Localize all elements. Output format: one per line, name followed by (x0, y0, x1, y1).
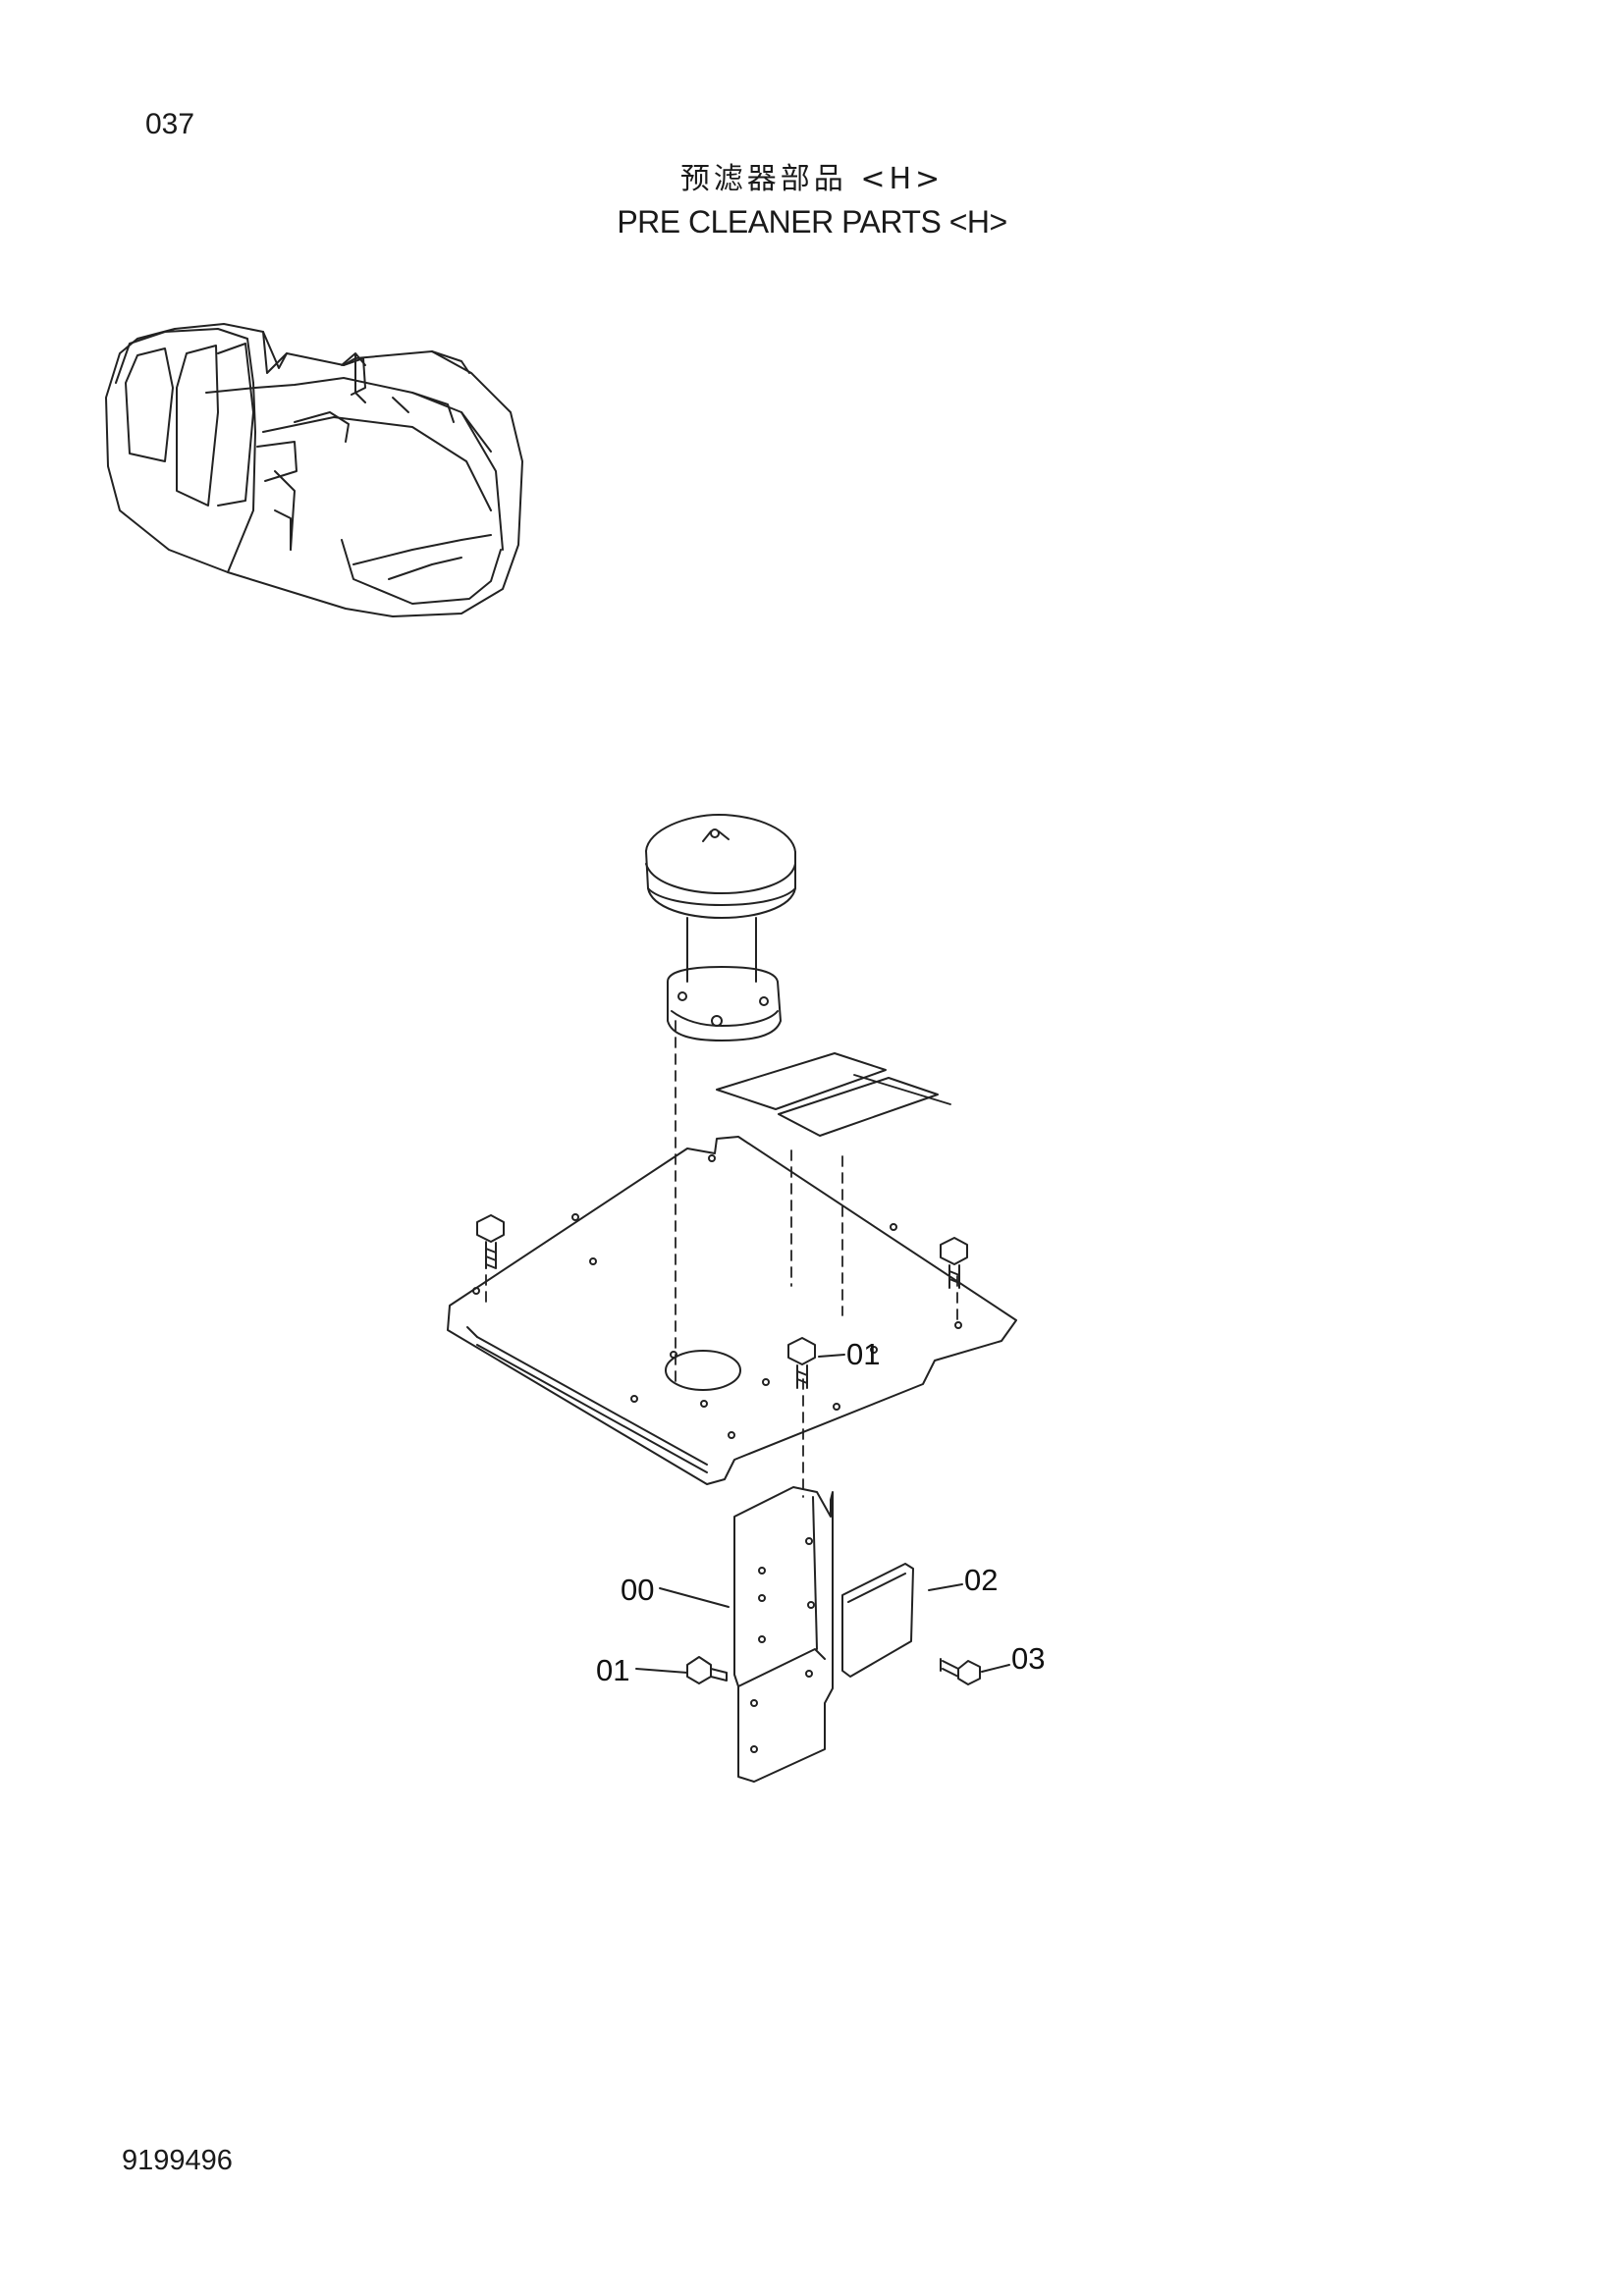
plate-bolt-center (787, 1337, 816, 1389)
title-chinese: 预滤器部品 <H> (679, 162, 945, 196)
machine-overview-illustration (105, 323, 523, 617)
callout-03: 03 (1011, 1641, 1045, 1676)
bracket-00 (733, 1486, 834, 1783)
title-english: PRE CLEANER PARTS <H> (617, 204, 1007, 240)
callout-02: 02 (964, 1563, 998, 1597)
cover-bolt (940, 1658, 981, 1685)
page-number: 037 (145, 108, 195, 140)
alignment-lines (485, 1020, 958, 1498)
cover-plate-02 (841, 1563, 914, 1678)
pre-cleaner-assembly (645, 814, 796, 1041)
plate-bolt-left (476, 1214, 505, 1269)
leader-lines (635, 1354, 1010, 1674)
callout-01-upper: 01 (846, 1337, 880, 1371)
callout-00: 00 (621, 1573, 654, 1607)
document-number: 9199496 (122, 2145, 233, 2176)
bracket-bolt (686, 1656, 728, 1684)
floor-plate (447, 1136, 1017, 1485)
plate-bolt-right (940, 1237, 968, 1289)
callout-01-lower: 01 (596, 1653, 629, 1687)
seal-pads (716, 1052, 939, 1137)
